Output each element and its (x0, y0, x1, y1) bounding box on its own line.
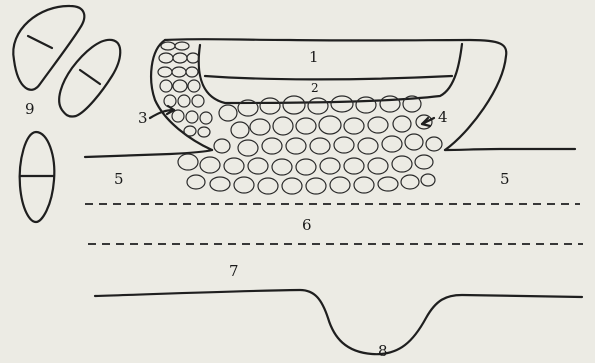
cell (214, 139, 230, 153)
cup-rim (199, 44, 462, 103)
cell (186, 111, 198, 123)
cell (415, 155, 433, 169)
cell (262, 138, 282, 154)
cell (158, 67, 172, 77)
cell (187, 175, 205, 189)
cell (186, 67, 198, 77)
label-8: 8 (378, 342, 388, 360)
label-5-right: 5 (500, 170, 510, 188)
spore-upper-right (59, 40, 120, 117)
cell (392, 156, 412, 172)
cell (258, 178, 278, 194)
label-6: 6 (302, 216, 312, 234)
cell (421, 174, 435, 186)
cell (172, 110, 184, 122)
cell (283, 96, 305, 114)
cell (238, 140, 258, 156)
cell (273, 117, 293, 135)
bottom-contour (95, 290, 582, 354)
cell (358, 138, 378, 154)
cell (260, 98, 280, 114)
surface-line (85, 149, 575, 157)
cell (368, 158, 388, 174)
label-7: 7 (229, 262, 239, 280)
cell (334, 137, 354, 153)
cell (200, 157, 220, 173)
cell (405, 134, 423, 150)
label-9: 9 (25, 100, 35, 118)
cell (296, 118, 316, 134)
spore-mass-lower (178, 154, 435, 194)
cell (426, 137, 442, 151)
cell (219, 105, 237, 121)
cell (356, 97, 376, 113)
label-2: 2 (311, 81, 319, 95)
spore-septum-2 (80, 70, 100, 84)
cell (160, 80, 172, 92)
cell (380, 96, 400, 112)
cell (210, 177, 230, 191)
cell (319, 116, 341, 134)
cell (224, 158, 244, 174)
label-4: 4 (438, 108, 448, 126)
cell (173, 80, 187, 92)
cell (178, 154, 198, 170)
label-1: 1 (309, 48, 319, 66)
cell (188, 80, 200, 92)
cell (382, 136, 402, 152)
cell (344, 158, 364, 174)
cell (308, 98, 328, 114)
cell (250, 119, 270, 135)
cell (344, 118, 364, 134)
cell (320, 158, 340, 174)
cell (192, 95, 204, 107)
cell (286, 138, 306, 154)
cell (368, 117, 388, 133)
cell (282, 178, 302, 194)
layer-2-line (205, 76, 452, 79)
spore-upper-left (13, 6, 84, 90)
cell (184, 126, 196, 136)
cell (175, 42, 189, 50)
cell (306, 178, 326, 194)
label-3: 3 (138, 109, 148, 127)
cell (331, 96, 353, 112)
cell (198, 127, 210, 137)
spore-mass (214, 96, 442, 156)
cell (159, 53, 173, 63)
cell (234, 177, 254, 193)
cell (272, 159, 292, 175)
cell (161, 42, 175, 50)
columnar-cells (158, 42, 212, 137)
cell (401, 175, 419, 189)
label-5-left: 5 (114, 170, 124, 188)
cell (354, 177, 374, 193)
cell (172, 67, 186, 77)
cell (330, 177, 350, 193)
cell (296, 159, 316, 175)
cell (393, 116, 411, 132)
cell (200, 112, 212, 124)
cell (164, 95, 176, 107)
cell (378, 177, 398, 191)
spore-septum-1 (28, 36, 52, 48)
cell (173, 53, 187, 63)
cell (231, 122, 249, 138)
cell (310, 138, 330, 154)
cell (178, 95, 190, 107)
cell (248, 158, 268, 174)
cell (187, 53, 199, 63)
